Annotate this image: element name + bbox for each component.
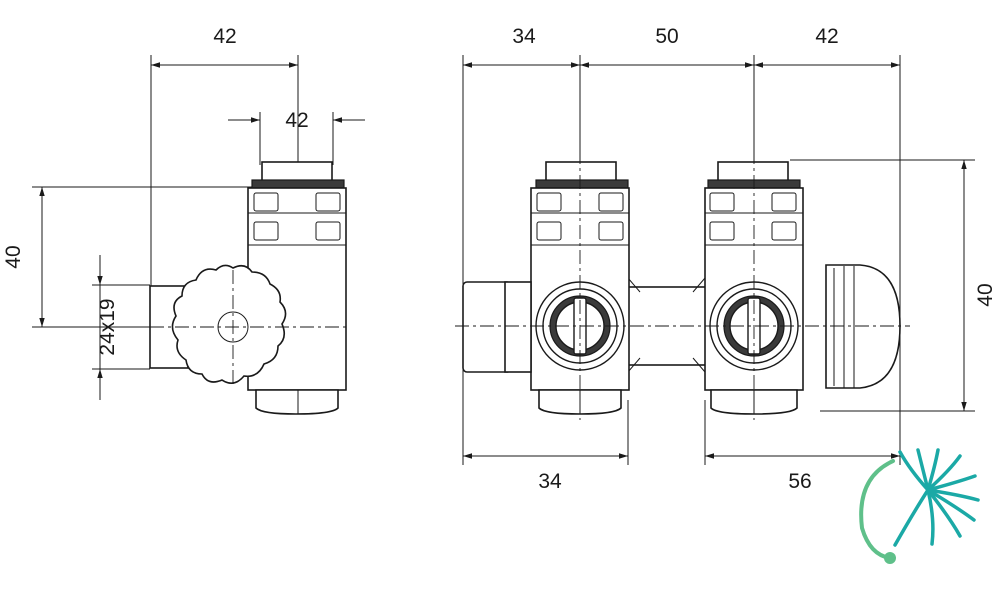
dim-front-height: 40 [974, 283, 997, 306]
dandelion-seed-logo-icon [859, 448, 980, 564]
left-pipe-stub [462, 281, 512, 373]
dim-side-height: 40 [2, 245, 25, 268]
dim-front-bottom-right: 56 [788, 470, 811, 493]
side-view: 42 42 40 24x19 [2, 25, 365, 415]
thread-cap [261, 161, 333, 183]
dim-front-bottom-left: 34 [538, 470, 562, 493]
dim-side-thread-width: 42 [285, 109, 308, 132]
right-knob [825, 264, 901, 389]
knob [171, 264, 287, 384]
dim-front-center: 50 [655, 25, 678, 48]
dim-front-right: 42 [815, 25, 838, 48]
dim-front-left: 34 [512, 25, 536, 48]
dim-side-thread: 24x19 [96, 298, 119, 355]
front-view: 34 50 42 40 34 56 [455, 25, 997, 493]
dim-side-width: 42 [213, 25, 236, 48]
